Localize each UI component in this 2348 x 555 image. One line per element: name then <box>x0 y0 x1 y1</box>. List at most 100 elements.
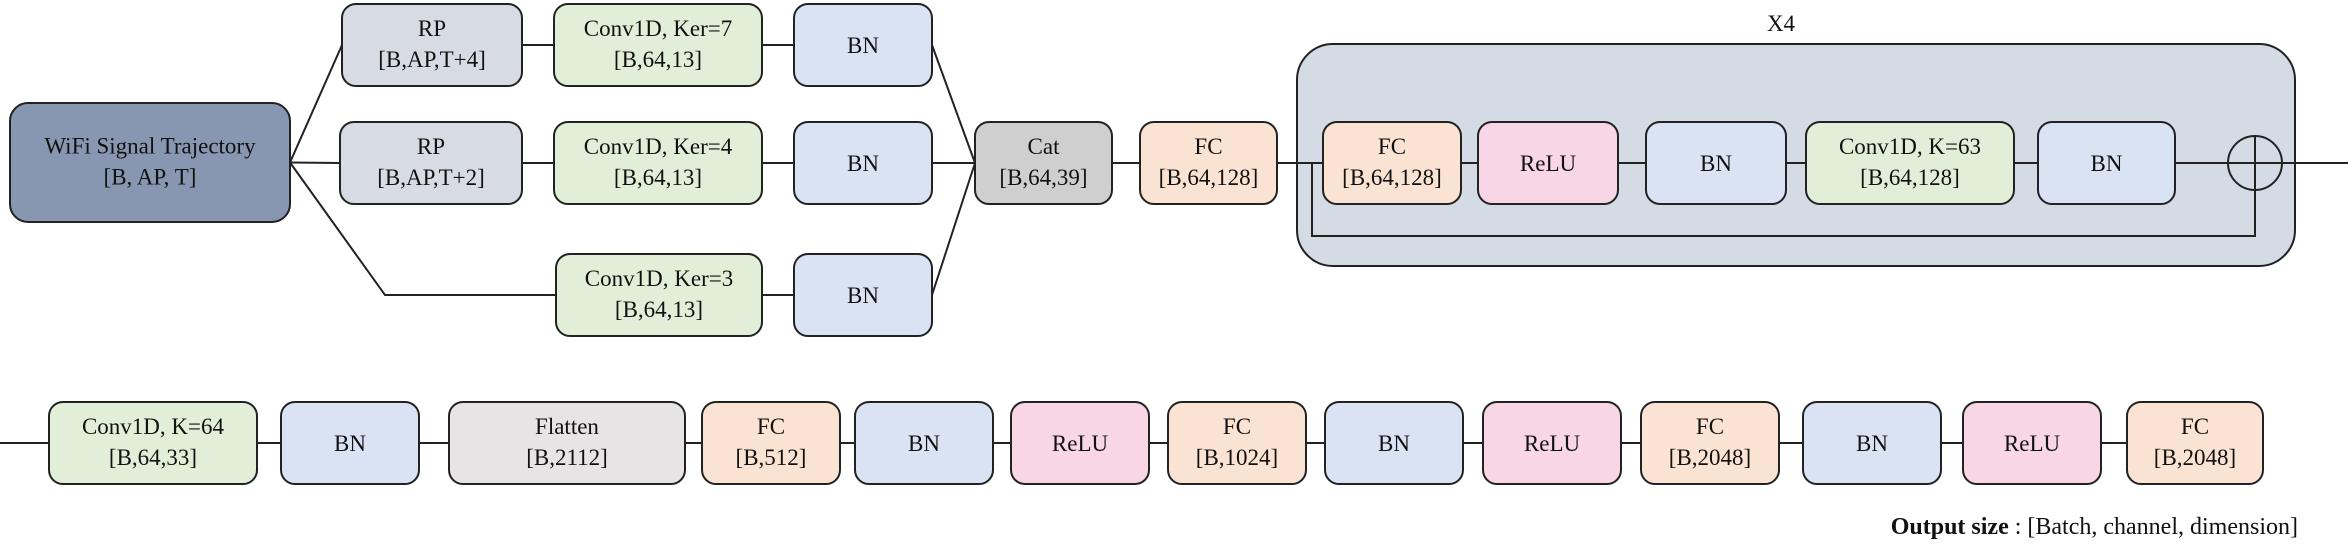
fc-node-3: FC [B,512] <box>701 401 841 485</box>
fc-node-5: FC [B,2048] <box>1640 401 1780 485</box>
cat-node: Cat [B,64,39] <box>974 121 1113 205</box>
relu-node-3-box <box>1482 401 1622 485</box>
fc-node-1-line1: FC <box>1194 134 1222 159</box>
conv1d-ker7-node-line2: [B,64,13] <box>614 47 702 72</box>
fc-node-2: FC[B,64,128] <box>1322 121 1462 205</box>
conv1d-k63-node-box <box>1805 121 2015 205</box>
bn-node-3-box <box>793 253 933 337</box>
fc-node-5-line2: [B,2048] <box>1669 445 1751 470</box>
fc-node-6: FC [B,2048] <box>2126 401 2264 485</box>
bn-node-9-line1: BN <box>1856 431 1888 456</box>
wifi-signal-trajectory-node-line1: WiFi Signal Trajectory <box>44 134 256 159</box>
relu-node-1: ReLU <box>1477 121 1619 205</box>
edge-bn3-cat <box>931 162 976 296</box>
fc-node-4-line2: [B,1024] <box>1196 445 1278 470</box>
bn-node-1: BN <box>793 3 933 87</box>
fc-node-6-line2: [B,2048] <box>2154 445 2236 470</box>
residual-block-group <box>1296 43 2296 267</box>
fc-node-3-box <box>701 401 841 485</box>
conv1d-ker3-node-line2: [B,64,13] <box>615 297 703 322</box>
bn-node-9: BN <box>1802 401 1942 485</box>
fc-node-6-line1: FC <box>2181 414 2209 439</box>
relu-node-2: ReLU <box>1010 401 1150 485</box>
rp-node-2-box <box>339 121 523 205</box>
bn-node-2-line1: BN <box>847 151 879 176</box>
cat-node-line1: Cat <box>1028 134 1061 159</box>
fc-node-3-line1: FC <box>757 414 785 439</box>
cat-node-box <box>974 121 1113 205</box>
bn-node-7-box <box>854 401 994 485</box>
conv1d-k63-node-line2: [B,64,128] <box>1860 165 1960 190</box>
rp-node-2: RP [B,AP,T+2] <box>339 121 523 205</box>
bn-node-8-line1: BN <box>1378 431 1410 456</box>
conv1d-ker4-node-line2: [B,64,13] <box>614 165 702 190</box>
rp-node-1: RP[B,AP,T+4] <box>341 3 523 87</box>
output-size-legend: Output size : [Batch, channel, dimension… <box>1891 514 2298 540</box>
conv1d-ker4-node: Conv1D, Ker=4 [B,64,13] <box>553 121 763 205</box>
relu-node-4: ReLU <box>1962 401 2102 485</box>
flatten-node-box <box>448 401 686 485</box>
conv1d-ker3-node: Conv1D, Ker=3 [B,64,13] <box>555 253 763 337</box>
fc-node-2-box <box>1322 121 1462 205</box>
legend-bold: Output size <box>1891 514 2009 540</box>
relu-node-2-line1: ReLU <box>1052 431 1109 456</box>
edge-bn1-cat <box>931 44 976 164</box>
flatten-node-line2: [B,2112] <box>526 445 608 470</box>
rp-node-2-line2: [B,AP,T+2] <box>377 165 485 190</box>
relu-node-3: ReLU <box>1482 401 1622 485</box>
relu-node-1-line1: ReLU <box>1520 151 1577 176</box>
fc-node-5-line1: FC <box>1696 414 1724 439</box>
conv1d-ker4-node-line1: Conv1D, Ker=4 <box>584 134 733 159</box>
wifi-signal-trajectory-node-line2: [B, AP, T] <box>104 165 197 190</box>
bn-node-4-line1: BN <box>1700 151 1732 176</box>
legend-text: : [Batch, channel, dimension] <box>2009 514 2298 540</box>
bn-node-4: BN <box>1645 121 1787 205</box>
bn-node-5-box <box>2037 121 2176 205</box>
bn-node-6-box <box>280 401 420 485</box>
fc-node-1-box <box>1139 121 1278 205</box>
bn-node-4-box <box>1645 121 1787 205</box>
bn-node-6: BN <box>280 401 420 485</box>
conv1d-k64-node: Conv1D, K=64 [B,64,33] <box>48 401 258 485</box>
wifi-signal-trajectory-node-box <box>9 102 291 223</box>
bn-node-9-box <box>1802 401 1942 485</box>
conv1d-ker7-node: Conv1D, Ker=7[B,64,13] <box>553 3 763 87</box>
relu-node-4-line1: ReLU <box>2004 431 2061 456</box>
bn-node-1-box <box>793 3 933 87</box>
cat-node-line2: [B,64,39] <box>999 165 1087 190</box>
skip-connection-line <box>1311 163 2256 237</box>
bn-node-7-line1: BN <box>908 431 940 456</box>
rp-node-1-line2: [B,AP,T+4] <box>378 47 486 72</box>
flatten-node-line1: Flatten <box>535 414 599 439</box>
repeat-count-label: X4 <box>1767 11 1796 36</box>
conv1d-ker7-node-box <box>553 3 763 87</box>
conv1d-ker3-node-box <box>555 253 763 337</box>
fc-node-1: FC [B,64,128] <box>1139 121 1278 205</box>
conv1d-k63-node-line1: Conv1D, K=63 <box>1839 134 1981 159</box>
edge-input-rp2 <box>289 161 341 164</box>
bn-node-5-line1: BN <box>2091 151 2123 176</box>
conv1d-ker4-node-box <box>553 121 763 205</box>
fc-node-4-box <box>1167 401 1307 485</box>
connection-lines <box>257 44 2127 444</box>
fc-node-3-line2: [B,512] <box>736 445 807 470</box>
fc-node-1-line2: [B,64,128] <box>1159 165 1259 190</box>
relu-node-1-box <box>1477 121 1619 205</box>
nodes: WiFi Signal Trajectory[B, AP, T]RP[B,AP,… <box>9 3 2264 485</box>
bn-node-7: BN <box>854 401 994 485</box>
conv1d-k64-node-box <box>48 401 258 485</box>
conv1d-ker3-node-line1: Conv1D, Ker=3 <box>585 266 733 291</box>
relu-node-2-box <box>1010 401 1150 485</box>
bn-node-5: BN <box>2037 121 2176 205</box>
relu-node-4-box <box>1962 401 2102 485</box>
fc-node-4: FC[B,1024] <box>1167 401 1307 485</box>
conv1d-k64-node-line1: Conv1D, K=64 <box>82 414 225 439</box>
bn-node-1-line1: BN <box>847 33 879 58</box>
conv1d-k64-node-line2: [B,64,33] <box>109 445 197 470</box>
bn-node-8-box <box>1324 401 1464 485</box>
wifi-signal-trajectory-node: WiFi Signal Trajectory [B, AP, T] <box>9 102 291 223</box>
rp-node-2-line1: RP <box>417 134 445 159</box>
fc-node-2-line2: [B,64,128] <box>1342 165 1442 190</box>
skip-connection <box>1278 135 2348 237</box>
